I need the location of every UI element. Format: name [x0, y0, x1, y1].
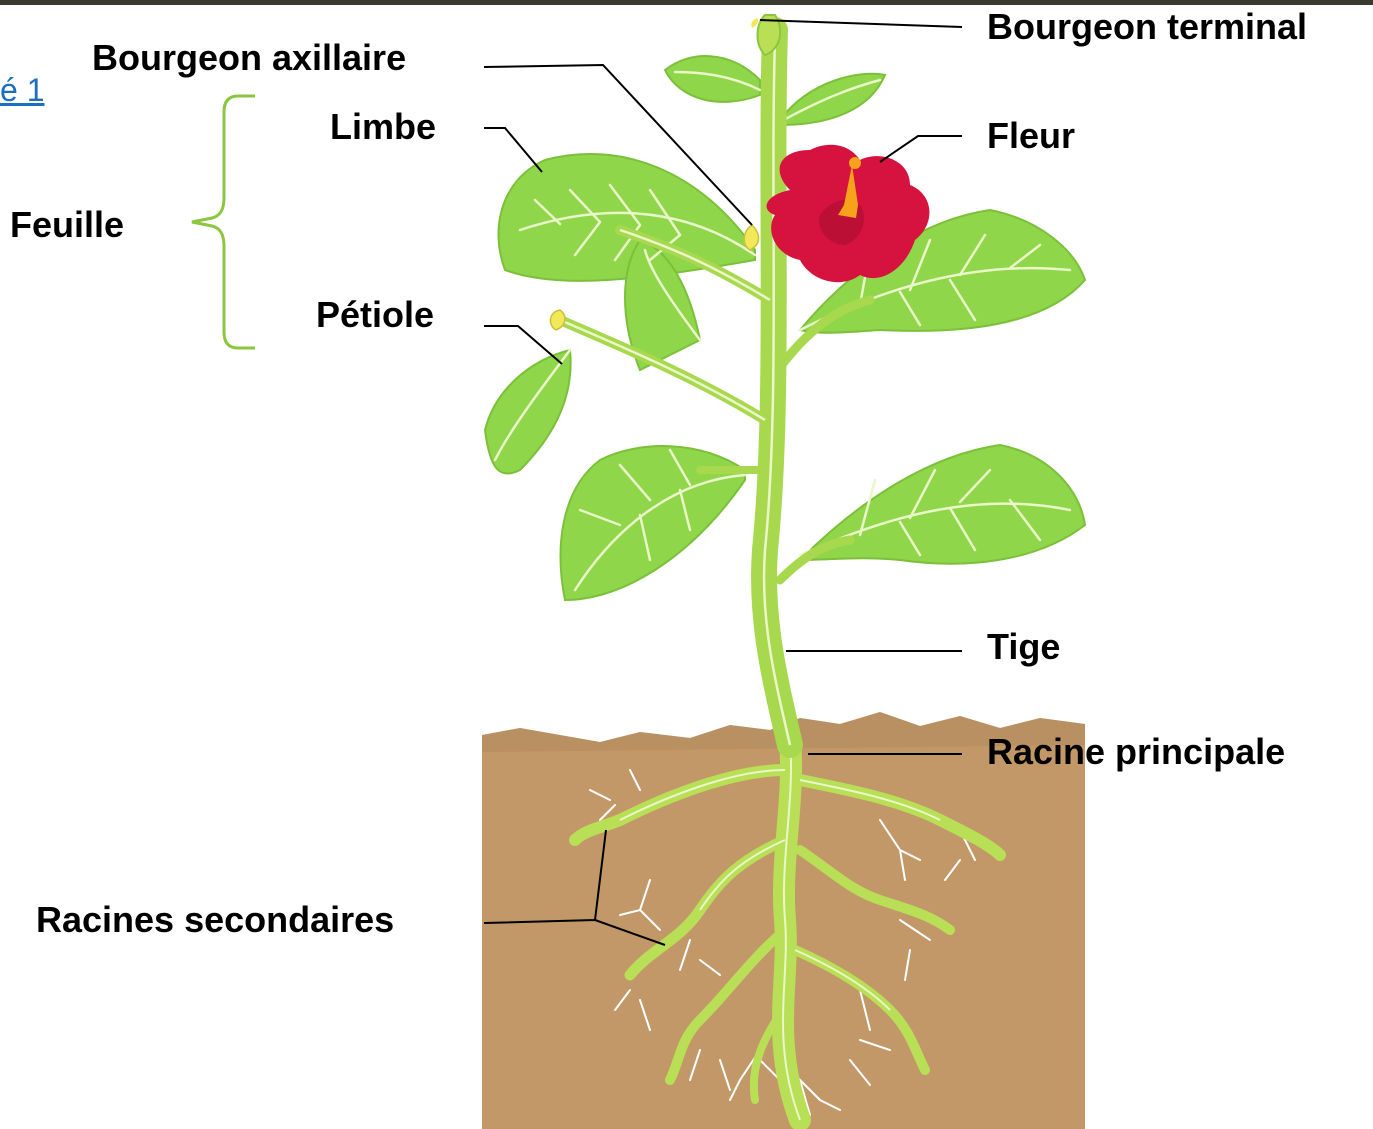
leaf-top-left — [665, 56, 760, 102]
leaf-top-right — [780, 74, 885, 125]
label-racines-secondaires: Racines secondaires — [36, 900, 394, 940]
label-petiole: Pétiole — [316, 295, 434, 335]
label-feuille: Feuille — [10, 205, 124, 245]
petiole-bud — [550, 310, 565, 330]
label-bourgeon-terminal: Bourgeon terminal — [987, 7, 1307, 47]
axillary-bud — [744, 225, 758, 250]
label-tige: Tige — [987, 627, 1060, 667]
label-fleur: Fleur — [987, 116, 1075, 156]
document-link[interactable]: é 1 — [0, 72, 44, 108]
feuille-brace — [192, 96, 255, 348]
stem — [560, 30, 870, 745]
leaf-limbe — [498, 154, 755, 281]
label-bourgeon-axillaire: Bourgeon axillaire — [92, 38, 406, 78]
label-limbe: Limbe — [330, 107, 436, 147]
label-racine-principale: Racine principale — [987, 732, 1285, 772]
